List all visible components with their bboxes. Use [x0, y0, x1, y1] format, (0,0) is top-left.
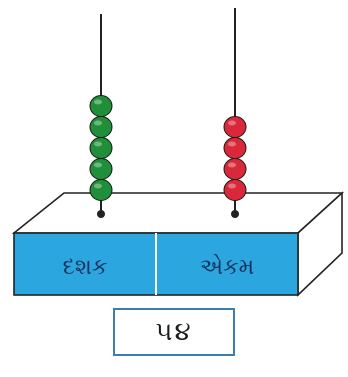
bead-ones: [223, 179, 247, 201]
bead-highlight: [94, 183, 102, 189]
bead-highlight: [228, 141, 236, 147]
answer-box: ૫૪: [113, 308, 235, 356]
bead-tens: [89, 116, 113, 138]
rod-ones-pin: [231, 210, 239, 218]
answer-value: ૫૪: [155, 316, 193, 347]
bead-highlight: [94, 120, 102, 126]
rod-tens-beads: [89, 95, 113, 201]
base-top-face: [11, 192, 345, 234]
bead-ones: [223, 116, 247, 138]
tens-label: દશક: [63, 255, 108, 280]
bead-highlight: [94, 99, 102, 105]
bead-highlight: [94, 162, 102, 168]
bead-ones: [223, 137, 247, 159]
rod-tens: [89, 14, 113, 218]
bead-tens: [89, 137, 113, 159]
bead-highlight: [94, 141, 102, 147]
bead-ones: [223, 158, 247, 180]
bead-highlight: [228, 162, 236, 168]
rod-tens-pin: [97, 210, 105, 218]
ones-label: એકમ: [200, 254, 254, 280]
bead-highlight: [228, 120, 236, 126]
bead-tens: [89, 179, 113, 201]
rod-ones-beads: [223, 116, 247, 201]
rod-ones: [223, 8, 247, 218]
bead-highlight: [228, 183, 236, 189]
bead-tens: [89, 158, 113, 180]
bead-tens: [89, 95, 113, 117]
